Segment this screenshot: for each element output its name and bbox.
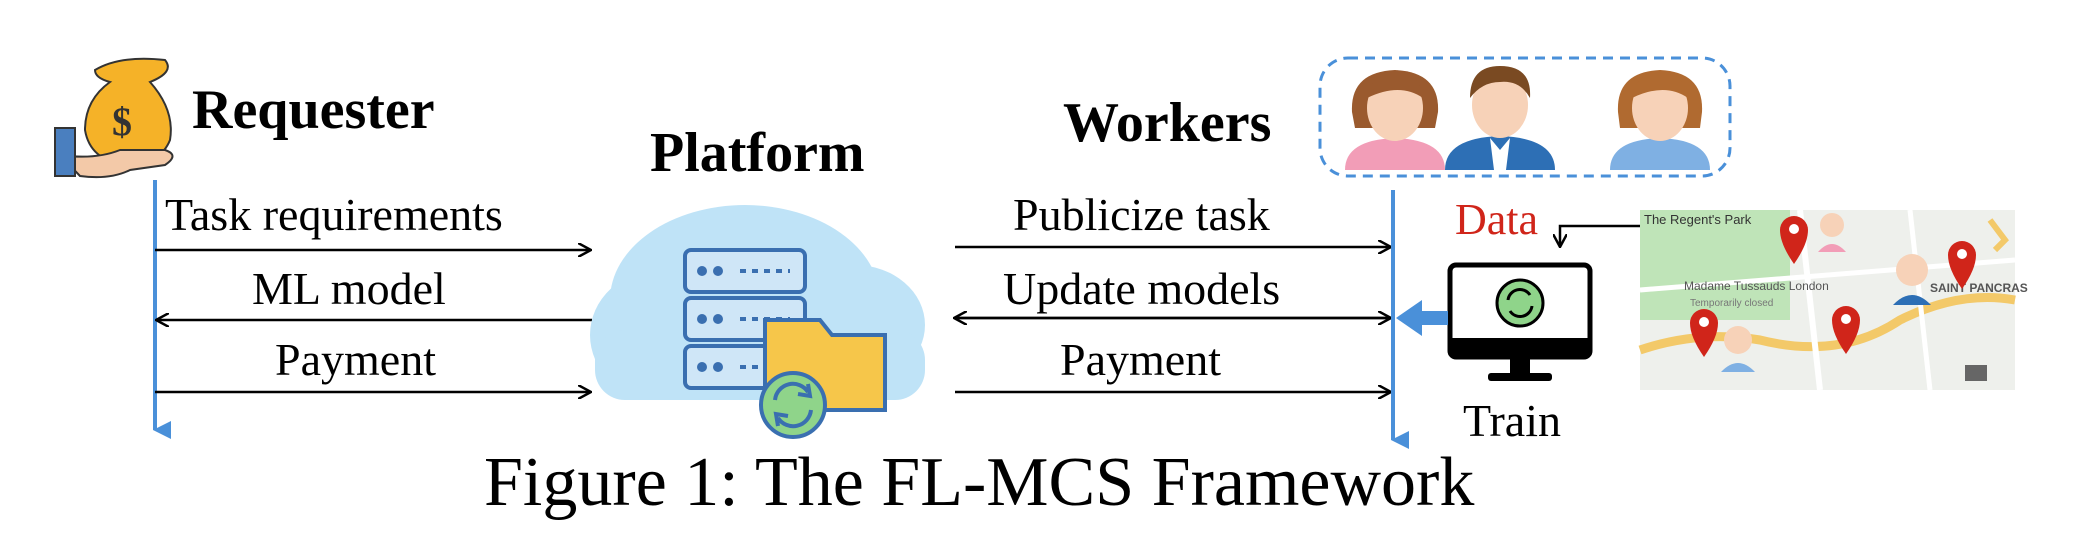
figure-caption: Figure 1: The FL-MCS Framework bbox=[484, 444, 1475, 521]
label-task-requirements: Task requirements bbox=[165, 189, 503, 240]
cloud-server-folder-icon bbox=[590, 205, 925, 439]
map-label-saint-pancras: SAINT PANCRAS bbox=[1930, 281, 2028, 295]
map-label-tussauds: Madame Tussauds London bbox=[1684, 279, 1829, 293]
sync-icon bbox=[759, 371, 827, 439]
svg-text:$: $ bbox=[112, 99, 132, 144]
workers-title: Workers bbox=[1063, 92, 1272, 154]
worker-avatar-male bbox=[1445, 66, 1555, 170]
label-publicize-task: Publicize task bbox=[1013, 189, 1270, 240]
worker-avatar-female-1 bbox=[1345, 70, 1445, 170]
map-worker-icon bbox=[1721, 213, 1931, 372]
label-ml-model: ML model bbox=[252, 263, 446, 314]
money-bag-hand-icon: $ bbox=[54, 57, 174, 179]
museum-icon bbox=[1965, 365, 1987, 381]
requester-title: Requester bbox=[192, 79, 435, 141]
map-pin-icon bbox=[1690, 216, 1976, 357]
map-label-closed: Temporarily closed bbox=[1690, 298, 1773, 309]
label-payment-right: Payment bbox=[1060, 334, 1221, 385]
worker-avatars-icon bbox=[1318, 56, 1732, 178]
worker-avatar-female-2 bbox=[1610, 70, 1710, 170]
label-payment-left: Payment bbox=[275, 334, 436, 385]
computer-sync-icon bbox=[1447, 262, 1593, 381]
data-flow-arrow bbox=[1560, 224, 1640, 246]
label-update-models: Update models bbox=[1003, 263, 1281, 314]
map-label-regents-park: The Regent's Park bbox=[1644, 212, 1752, 227]
city-map-icon: The Regent's Park Madame Tussauds London… bbox=[1638, 209, 2028, 391]
label-data: Data bbox=[1455, 195, 1539, 244]
upload-arrow bbox=[1396, 300, 1448, 336]
platform-title: Platform bbox=[650, 122, 865, 184]
label-train: Train bbox=[1463, 395, 1561, 446]
